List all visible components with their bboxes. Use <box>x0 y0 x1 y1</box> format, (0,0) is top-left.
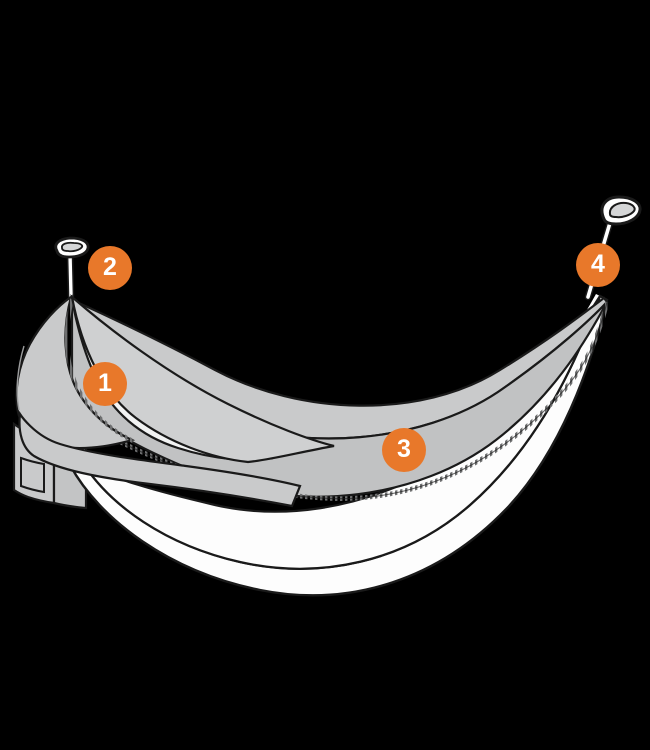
end-gather-lower-band <box>18 410 302 508</box>
callout-label-3: 3 <box>397 434 411 463</box>
left-carabiner-gate <box>61 241 84 253</box>
end-gather-edge-highlight <box>16 345 25 411</box>
right-carabiner-gate <box>608 201 636 219</box>
callout-label-1: 1 <box>98 368 112 397</box>
callout-badge-2[interactable]: 2 <box>88 246 132 290</box>
callout-badge-4[interactable]: 4 <box>576 243 620 287</box>
hammock-body <box>68 294 609 597</box>
callout-label-2: 2 <box>103 252 117 281</box>
hammock-body-white <box>82 295 602 570</box>
strap-label-tag <box>20 456 45 494</box>
callout-badge-3[interactable]: 3 <box>382 428 426 472</box>
callout-badge-1[interactable]: 1 <box>83 362 127 406</box>
end-gather-panel-stitch-left <box>64 298 134 443</box>
callout-label-4: 4 <box>591 249 605 278</box>
left-carabiner <box>54 236 90 300</box>
left-carabiner-shaft <box>68 252 73 298</box>
